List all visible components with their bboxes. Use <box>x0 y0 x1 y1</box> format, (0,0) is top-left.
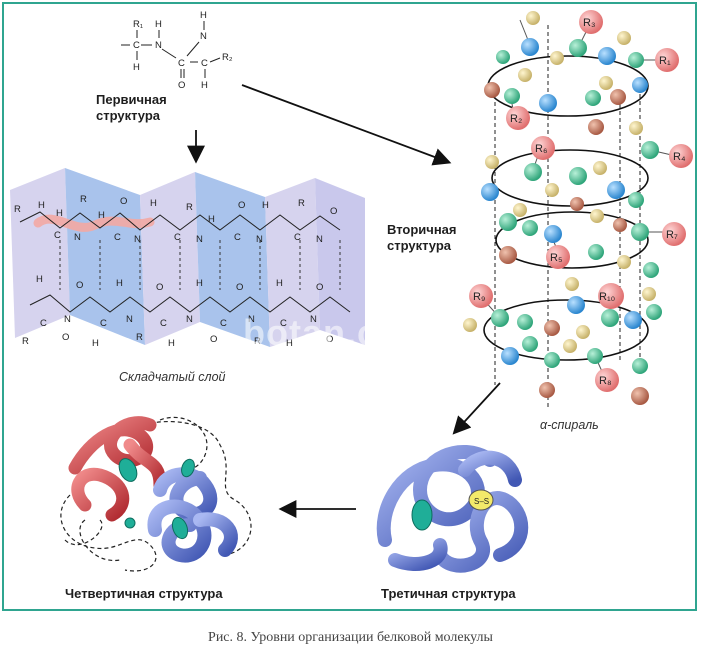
svg-text:O: O <box>316 282 323 293</box>
svg-text:H: H <box>150 198 157 209</box>
svg-text:H: H <box>98 210 105 221</box>
r-label-r3: R₃ <box>583 17 595 29</box>
svg-text:H: H <box>92 338 99 349</box>
svg-text:H: H <box>276 278 283 289</box>
r-label-r8: R₈ <box>599 375 612 387</box>
alpha-helix: R₃ R₁ R₂ R₆ R₄ R₅ R₇ R₉ R₁₀ R₈ <box>463 10 693 410</box>
svg-text:H: H <box>168 338 175 349</box>
tertiary-structure-label: Третичная структура <box>381 586 516 601</box>
svg-text:C: C <box>280 318 287 329</box>
svg-text:C: C <box>294 232 301 243</box>
formula-c: C <box>178 58 185 69</box>
svg-text:C: C <box>174 232 181 243</box>
formula-n: N <box>155 40 162 51</box>
svg-text:N: N <box>316 234 323 245</box>
svg-text:O: O <box>120 196 127 207</box>
formula-n: N <box>200 31 207 42</box>
formula-h: H <box>201 80 208 91</box>
r-label-r9: R₉ <box>473 291 485 303</box>
disulfide-label: S–S <box>474 497 489 506</box>
r-label-r1: R₁ <box>659 55 671 67</box>
svg-text:C: C <box>160 318 167 329</box>
svg-text:N: N <box>134 234 141 245</box>
r-label-r5: R₅ <box>550 252 562 264</box>
svg-text:H: H <box>116 278 123 289</box>
svg-text:N: N <box>256 234 263 245</box>
svg-text:O: O <box>236 282 243 293</box>
r-label-r7: R₇ <box>666 229 678 241</box>
arrow-helix-to-tertiary <box>452 382 501 435</box>
r-label-r6: R₆ <box>535 143 547 155</box>
primary-formula: R₁ H H C N N C C R₂ O H H <box>121 10 233 91</box>
svg-text:N: N <box>64 314 71 325</box>
svg-text:H: H <box>262 200 269 211</box>
svg-text:O: O <box>156 282 163 293</box>
svg-text:R: R <box>80 194 87 205</box>
primary-structure-label: Первичная структура <box>96 92 167 123</box>
helix-r-groups: R₃ R₁ R₂ R₆ R₄ R₅ R₇ R₉ R₁₀ R₈ <box>469 10 693 392</box>
flow-arrows <box>187 84 501 518</box>
svg-text:R: R <box>254 336 261 347</box>
svg-text:N: N <box>310 314 317 325</box>
svg-text:C: C <box>54 230 61 241</box>
svg-text:O: O <box>62 332 69 343</box>
svg-text:H: H <box>38 200 45 211</box>
svg-text:C: C <box>100 318 107 329</box>
formula-r2: R₂ <box>222 52 233 63</box>
svg-text:N: N <box>74 232 81 243</box>
watermark: botan.cc <box>243 312 400 353</box>
formula-h: H <box>133 62 140 73</box>
svg-text:R: R <box>22 336 29 347</box>
arrow-primary-to-helix <box>241 84 452 166</box>
svg-text:N: N <box>186 314 193 325</box>
svg-text:R: R <box>186 202 193 213</box>
svg-text:N: N <box>248 314 255 325</box>
formula-r1: R₁ <box>133 19 143 30</box>
svg-text:C: C <box>40 318 47 329</box>
svg-text:O: O <box>238 200 245 211</box>
formula-c: C <box>133 40 140 51</box>
svg-text:R: R <box>136 332 143 343</box>
svg-text:H: H <box>286 338 293 349</box>
beta-sheet-label: Складчатый слой <box>119 370 226 384</box>
svg-text:R: R <box>14 204 21 215</box>
svg-text:O: O <box>326 334 333 345</box>
svg-text:N: N <box>126 314 133 325</box>
r-label-r2: R₂ <box>510 113 522 125</box>
alpha-helix-label: α-спираль <box>540 418 599 432</box>
r-label-r10: R₁₀ <box>599 291 615 303</box>
formula-h: H <box>155 19 162 30</box>
svg-text:N: N <box>196 234 203 245</box>
svg-text:H: H <box>36 274 43 285</box>
formula-o: O <box>178 80 185 91</box>
quaternary-structure <box>60 416 252 572</box>
figure-caption: Рис. 8. Уровни организации белковой моле… <box>208 630 493 645</box>
formula-h: H <box>200 10 207 21</box>
svg-text:O: O <box>76 280 83 291</box>
svg-text:H: H <box>196 278 203 289</box>
r-label-r4: R₄ <box>673 151 686 163</box>
svg-text:H: H <box>208 214 215 225</box>
formula-c: C <box>201 58 208 69</box>
svg-text:O: O <box>210 334 217 345</box>
svg-text:O: O <box>330 206 337 217</box>
tertiary-structure: S–S <box>376 444 529 573</box>
svg-text:C: C <box>220 318 227 329</box>
svg-text:H: H <box>56 208 63 219</box>
secondary-structure-label: Вторичная структура <box>387 222 457 253</box>
svg-text:C: C <box>234 232 241 243</box>
quaternary-structure-label: Четвертичная структура <box>65 586 223 601</box>
svg-text:R: R <box>298 198 305 209</box>
svg-text:C: C <box>114 232 121 243</box>
